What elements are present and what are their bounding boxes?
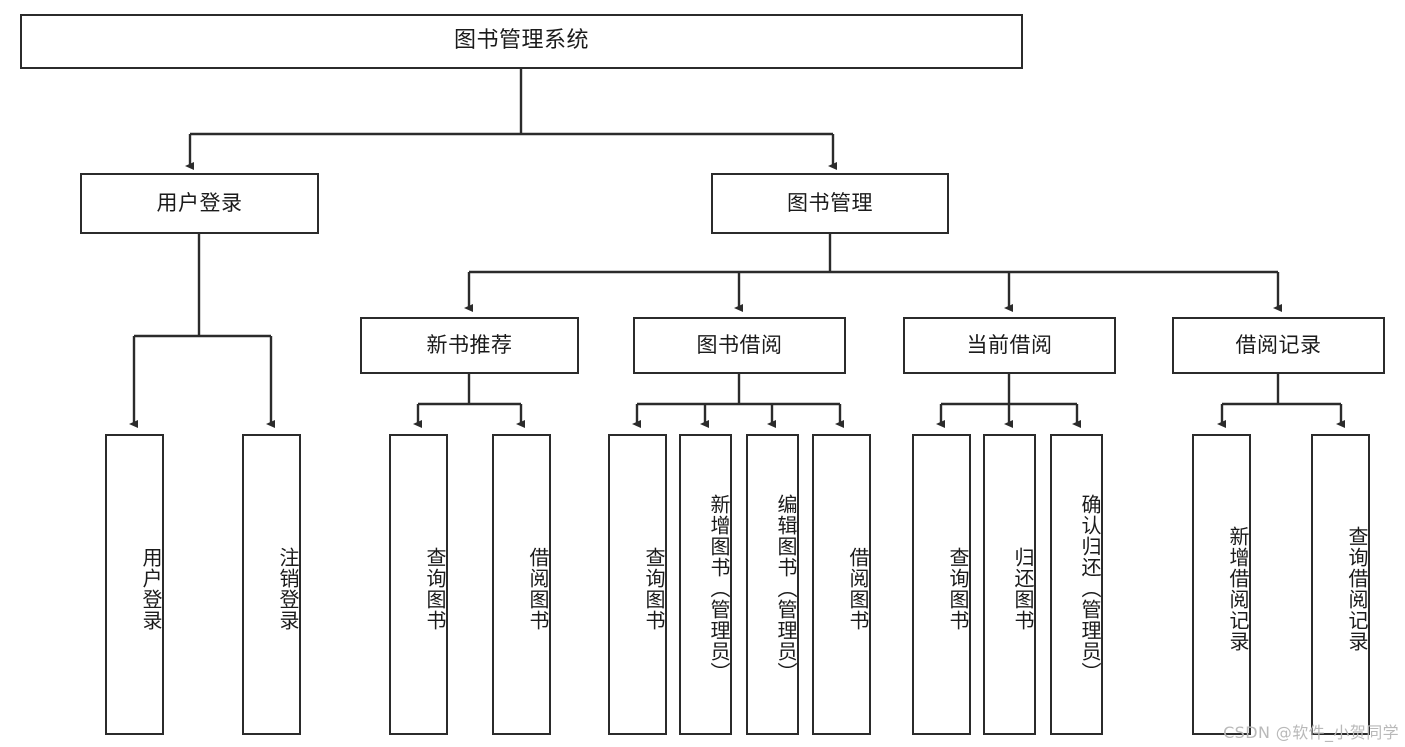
node-label: 查询图书: [642, 546, 666, 631]
node-label: 查询借阅记录: [1345, 525, 1369, 652]
node-label: 确认归还（管理员）: [1078, 494, 1102, 683]
node-label: 查询图书: [423, 546, 447, 631]
leaf-return-book[interactable]: 归还图书: [983, 434, 1036, 735]
node-borrow-record[interactable]: 借阅记录: [1172, 317, 1385, 374]
node-label: 查询图书: [946, 546, 970, 631]
leaf-confirm-return-admin[interactable]: 确认归还（管理员）: [1050, 434, 1103, 735]
node-label: 借阅图书: [846, 546, 870, 631]
watermark: CSDN @软件_小贺同学: [1223, 723, 1399, 742]
node-label: 图书借阅: [696, 332, 783, 357]
leaf-user-login[interactable]: 用户登录: [105, 434, 164, 735]
node-label: 借阅图书: [526, 546, 550, 631]
leaf-add-book-admin[interactable]: 新增图书（管理员）: [679, 434, 732, 735]
node-label: 编辑图书（管理员）: [774, 494, 798, 683]
node-user-login[interactable]: 用户登录: [80, 173, 319, 234]
leaf-query-book-borrow[interactable]: 查询图书: [608, 434, 667, 735]
node-label: 借阅记录: [1235, 332, 1322, 357]
node-label: 新书推荐: [426, 332, 513, 357]
leaf-logout-login[interactable]: 注销登录: [242, 434, 301, 735]
node-label: 图书管理系统: [453, 28, 589, 54]
node-label: 归还图书: [1011, 546, 1035, 631]
node-current-borrow[interactable]: 当前借阅: [903, 317, 1116, 374]
leaf-borrow-book-borrow[interactable]: 借阅图书: [812, 434, 871, 735]
leaf-query-book-current[interactable]: 查询图书: [912, 434, 971, 735]
node-new-book-recommend[interactable]: 新书推荐: [360, 317, 579, 374]
leaf-add-borrow-record[interactable]: 新增借阅记录: [1192, 434, 1251, 735]
node-label: 注销登录: [276, 546, 300, 631]
node-label: 用户登录: [139, 546, 163, 631]
leaf-query-borrow-record[interactable]: 查询借阅记录: [1311, 434, 1370, 735]
node-label: 新增图书（管理员）: [707, 494, 731, 683]
leaf-query-book-rec[interactable]: 查询图书: [389, 434, 448, 735]
node-label: 图书管理: [787, 190, 873, 215]
node-label: 用户登录: [156, 190, 243, 215]
node-book-management-system[interactable]: 图书管理系统: [20, 14, 1023, 69]
node-book-borrow[interactable]: 图书借阅: [633, 317, 846, 374]
leaf-borrow-book-rec[interactable]: 借阅图书: [492, 434, 551, 735]
node-label: 新增借阅记录: [1226, 525, 1250, 652]
node-book-manage[interactable]: 图书管理: [711, 173, 949, 234]
node-label: 当前借阅: [966, 332, 1053, 357]
leaf-edit-book-admin[interactable]: 编辑图书（管理员）: [746, 434, 799, 735]
